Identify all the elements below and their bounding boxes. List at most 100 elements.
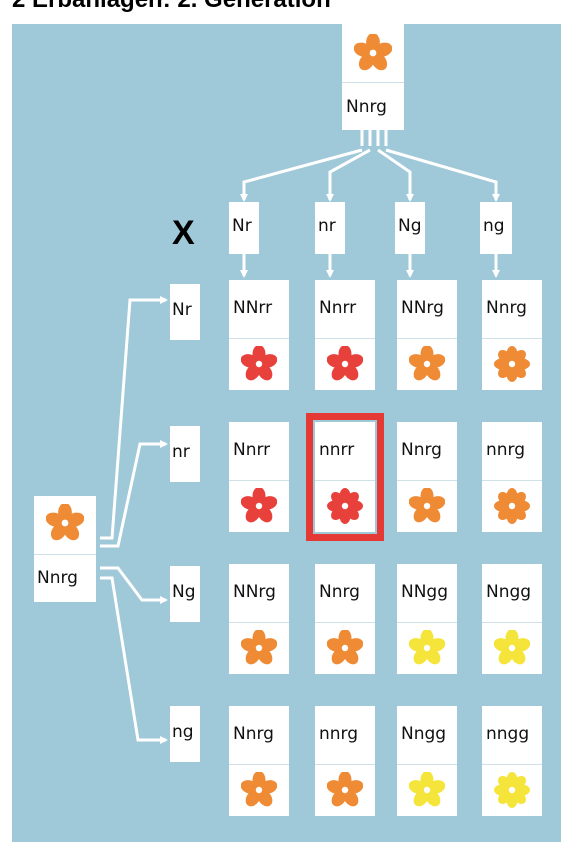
card-divider [397,480,457,481]
card-divider [482,480,542,481]
offspring-cell-nngg: nngg [482,706,542,816]
gamete-top-ng-dominant: Ng [395,202,425,254]
offspring-cell-nnrg: nnrg [315,706,375,816]
arrow-left-to-nr [100,440,168,548]
offspring-cell-nnrr: nnrr [306,413,384,541]
gamete-label: nr [318,216,336,236]
offspring-cell-nnrg: NNrg [397,280,457,390]
gamete-top-nr: nr [315,202,345,254]
offspring-genotype: nnrg [486,440,526,460]
orange-round-flower-icon [494,346,530,386]
card-divider [315,338,375,339]
arrow-top-to-ng [385,148,500,202]
gamete-left-nr: nr [170,426,200,482]
gamete-top-nr-dominant: Nr [229,202,259,254]
orange-narrow-flower-icon [408,487,446,528]
parent-top-genotype: Nnrg [346,97,387,117]
orange-narrow-flower-icon [240,629,278,670]
offspring-cell-nngg: Nngg [397,706,457,816]
gamete-label: Ng [172,582,196,602]
offspring-cell-nnrr: Nnrr [315,280,375,390]
orange-narrow-flower-icon [326,771,364,812]
offspring-genotype: Nnrr [319,298,357,318]
parent-top-card: Nnrg [342,24,404,130]
gamete-left-nr-dominant: Nr [170,284,200,340]
card-divider [397,338,457,339]
parent-left-card: Nnrg [34,496,96,602]
card-divider [315,480,375,481]
parent-left-flower-icon [45,502,85,546]
offspring-genotype: Nngg [401,724,447,744]
orange-narrow-flower-icon [408,345,446,386]
offspring-cell-nnrr: Nnrr [229,422,289,532]
cross-symbol: X [172,214,195,252]
yellow-narrow-flower-icon [493,629,531,670]
offspring-cell-nnrr: NNrr [229,280,289,390]
offspring-genotype: NNrg [233,582,276,602]
card-divider [229,338,289,339]
red-round-flower-icon [327,488,363,528]
orange-narrow-flower-icon [326,629,364,670]
offspring-cell-nnrg: Nnrg [397,422,457,532]
offspring-genotype: NNrg [401,298,444,318]
card-divider [482,338,542,339]
offspring-cell-nnrg: NNrg [229,564,289,674]
arrow-top-to-nr [326,148,371,202]
offspring-genotype: Nngg [486,582,532,602]
card-divider [229,622,289,623]
card-divider [315,622,375,623]
card-divider [229,764,289,765]
red-narrow-flower-icon [240,487,278,528]
arrow-left-to-nr-dominant [100,296,168,540]
yellow-narrow-flower-icon [408,771,446,812]
arrow-left-to-ng [100,576,168,744]
yellow-narrow-flower-icon [408,629,446,670]
gamete-label: Ng [398,216,422,236]
offspring-genotype: Nnrg [486,298,527,318]
offspring-genotype: nnrr [319,440,355,460]
offspring-genotype: NNrr [233,298,273,318]
offspring-genotype: Nnrg [319,582,360,602]
offspring-genotype: nngg [486,724,530,744]
offspring-cell-nnrg: nnrg [482,422,542,532]
gamete-label: ng [172,722,194,742]
card-divider [397,764,457,765]
yellow-round-flower-icon [494,772,530,812]
parent-top-flower-icon [353,32,393,76]
offspring-cell-nngg: Nngg [482,564,542,674]
orange-round-flower-icon [494,488,530,528]
card-divider [229,480,289,481]
gamete-top-ng: ng [480,202,512,254]
card-divider [315,764,375,765]
card-divider [482,764,542,765]
card-divider [482,622,542,623]
offspring-cell-nnrg: Nnrg [482,280,542,390]
arrow-top-to-ng-dominant [377,148,414,202]
offspring-cell-nnrg: Nnrg [315,564,375,674]
card-divider [34,554,96,555]
gamete-left-ng-dominant: Ng [170,566,200,622]
offspring-cell-nngg: NNgg [397,564,457,674]
offspring-genotype: Nnrg [233,724,274,744]
offspring-cell-nnrg: Nnrg [229,706,289,816]
offspring-genotype: NNgg [401,582,449,602]
arrow-top-to-nr-dominant [240,148,363,202]
parent-left-genotype: Nnrg [37,568,78,588]
offspring-genotype: Nnrr [233,440,271,460]
gamete-label: Nr [232,216,252,236]
gamete-left-ng: ng [170,706,200,762]
gamete-label: nr [172,442,190,462]
red-narrow-flower-icon [240,345,278,386]
orange-narrow-flower-icon [240,771,278,812]
card-divider [397,622,457,623]
red-narrow-flower-icon [326,345,364,386]
gamete-label: Nr [172,300,192,320]
offspring-genotype: Nnrg [401,440,442,460]
gamete-label: ng [483,216,505,236]
arrow-left-to-ng-dominant [100,566,168,604]
offspring-genotype: nnrg [319,724,359,744]
arrow-top-stem [360,130,388,146]
diagram-title: 2 Erbanlagen: 2. Generation [12,0,331,14]
card-divider [342,82,404,83]
